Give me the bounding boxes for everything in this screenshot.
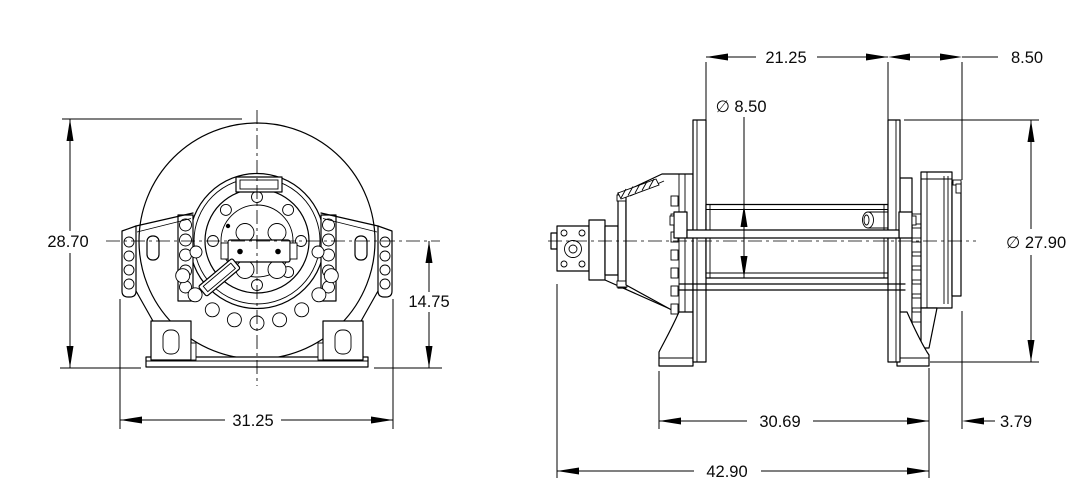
hydraulic-motor	[550, 219, 619, 281]
detail-dot	[225, 223, 231, 229]
tie-rod-slot-right	[354, 235, 368, 261]
dim-mount-span: 30.69	[658, 368, 930, 478]
bolt-strip-left	[177, 214, 194, 302]
dim-front-center-to-base: 14.75	[374, 241, 450, 369]
dim-label-8-50: 8.50	[1011, 49, 1043, 67]
mounting-plate-left	[121, 225, 137, 298]
front-view	[106, 110, 440, 386]
dim-end-offset: 3.79	[961, 311, 1032, 431]
dim-front-base-width: 31.25	[119, 299, 394, 430]
flange-bolt-holes	[175, 245, 339, 331]
foot-right	[317, 320, 364, 361]
dim-label-30-69: 30.69	[759, 413, 800, 431]
dim-flange-to-end: 8.50	[888, 49, 1043, 180]
dim-label-3-79: 3.79	[1000, 413, 1032, 431]
side-foot-left	[658, 311, 694, 367]
dim-label-dia-27-90: ∅ 27.90	[1006, 234, 1066, 252]
dim-overall-length: 42.90	[556, 284, 929, 481]
end-cap	[951, 181, 962, 297]
dim-label-28-70: 28.70	[47, 233, 88, 251]
dim-front-overall-height: 28.70	[47, 118, 242, 369]
dim-label-21-25: 21.25	[765, 49, 806, 67]
dimension-annotations: 28.70 14.75 31.25 21.25	[47, 49, 1066, 481]
dim-barrel-diameter: ∅ 8.50	[715, 98, 767, 278]
dim-label-14-75: 14.75	[408, 293, 449, 311]
side-foot-right	[896, 311, 930, 367]
dim-label-42-90: 42.90	[706, 463, 747, 481]
bottom-tie-bar	[678, 283, 906, 291]
top-tie-rod-cap	[235, 176, 283, 193]
dim-drum-length: 21.25	[705, 49, 889, 120]
angled-bracket	[198, 258, 241, 297]
foot-left	[150, 320, 197, 361]
dim-flange-diameter: ∅ 27.90	[904, 119, 1066, 363]
brake-housing	[920, 171, 953, 309]
dim-label-31-25: 31.25	[232, 412, 273, 430]
breather-hatch	[617, 178, 660, 200]
side-view	[548, 119, 976, 367]
cable-anchor-pocket	[862, 211, 888, 229]
tie-rod-slot-left	[146, 235, 160, 261]
front-tie-rod	[669, 211, 917, 239]
dim-label-dia-8-50: ∅ 8.50	[715, 98, 766, 116]
mounting-plate-right	[377, 225, 393, 298]
bolt-strip-right	[320, 214, 337, 302]
